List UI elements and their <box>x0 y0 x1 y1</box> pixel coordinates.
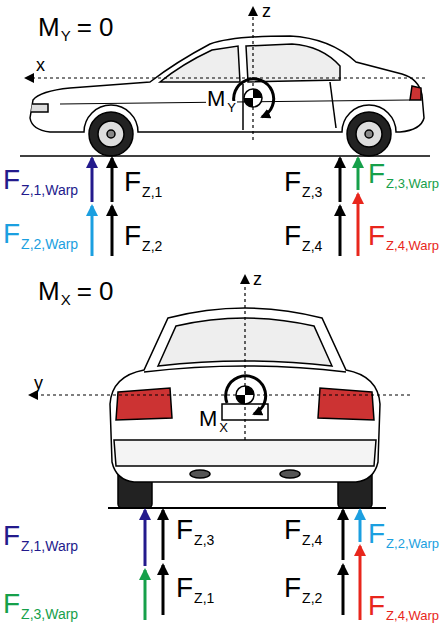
symbol-label: F <box>368 160 385 188</box>
subscript-label: X <box>218 421 229 434</box>
symbol-label: F <box>3 166 20 194</box>
moment-symbol <box>234 79 274 117</box>
symbol-label: F <box>368 520 385 548</box>
subscript-label: z <box>262 2 271 20</box>
subscript-label: Z,3 <box>194 533 214 547</box>
subscript-label: y <box>34 374 43 392</box>
subscript-label: Z,3 <box>302 185 322 199</box>
symbol-label: F <box>3 220 20 248</box>
subscript-label: Y <box>61 28 71 43</box>
subscript-label: Z,1,Warp <box>21 539 78 553</box>
ground-line <box>20 155 430 157</box>
symbol-label: F <box>284 574 301 602</box>
symbol-label: M <box>38 278 60 304</box>
subscript-label: x <box>36 56 45 74</box>
symbol-label: F <box>368 592 385 620</box>
symbol-label: F <box>124 168 141 196</box>
symbol-label: F <box>284 222 301 250</box>
subscript-label: Z,1 <box>194 591 214 605</box>
symbol-label: F <box>284 516 301 544</box>
subscript-label: Z,4,Warp <box>386 239 439 252</box>
subscript-label: Y <box>226 101 237 114</box>
axes <box>30 276 410 440</box>
symbol-label: M <box>38 14 60 40</box>
subscript-label: Z,2 <box>302 591 322 605</box>
subscript-label: Z,3,Warp <box>21 607 78 621</box>
subscript-label: Z,1 <box>142 185 162 199</box>
symbol-label: F <box>176 516 193 544</box>
subscript-label: Z,2 <box>142 239 162 253</box>
subscript-label: Z,1,Warp <box>21 183 78 197</box>
car-side-view <box>30 36 424 156</box>
subscript-label: Z,3,Warp <box>386 177 439 190</box>
symbol-label: F <box>368 222 385 250</box>
moment-symbol <box>226 376 266 414</box>
symbol-label: F <box>124 222 141 250</box>
subscript-label: Z,4 <box>302 533 322 547</box>
symbol-label: F <box>3 522 20 550</box>
symbol-label: = 0 <box>77 278 114 304</box>
subscript-label: Z,4,Warp <box>386 609 439 622</box>
symbol-label: F <box>176 574 193 602</box>
subscript-label: Z,4 <box>302 239 322 253</box>
axes <box>26 8 425 140</box>
subscript-label: X <box>61 292 71 307</box>
ground-line <box>108 507 386 509</box>
subscript-label: Z,2,Warp <box>386 537 439 550</box>
symbol-label: = 0 <box>77 14 114 40</box>
subscript-label: Z,2,Warp <box>21 237 78 251</box>
symbol-label: M <box>198 408 218 430</box>
subscript-label: z <box>253 270 262 288</box>
force-arrows <box>145 510 360 620</box>
symbol-label: M <box>206 88 226 110</box>
symbol-label: F <box>284 168 301 196</box>
symbol-label: F <box>3 590 20 618</box>
force-arrows <box>92 158 358 256</box>
